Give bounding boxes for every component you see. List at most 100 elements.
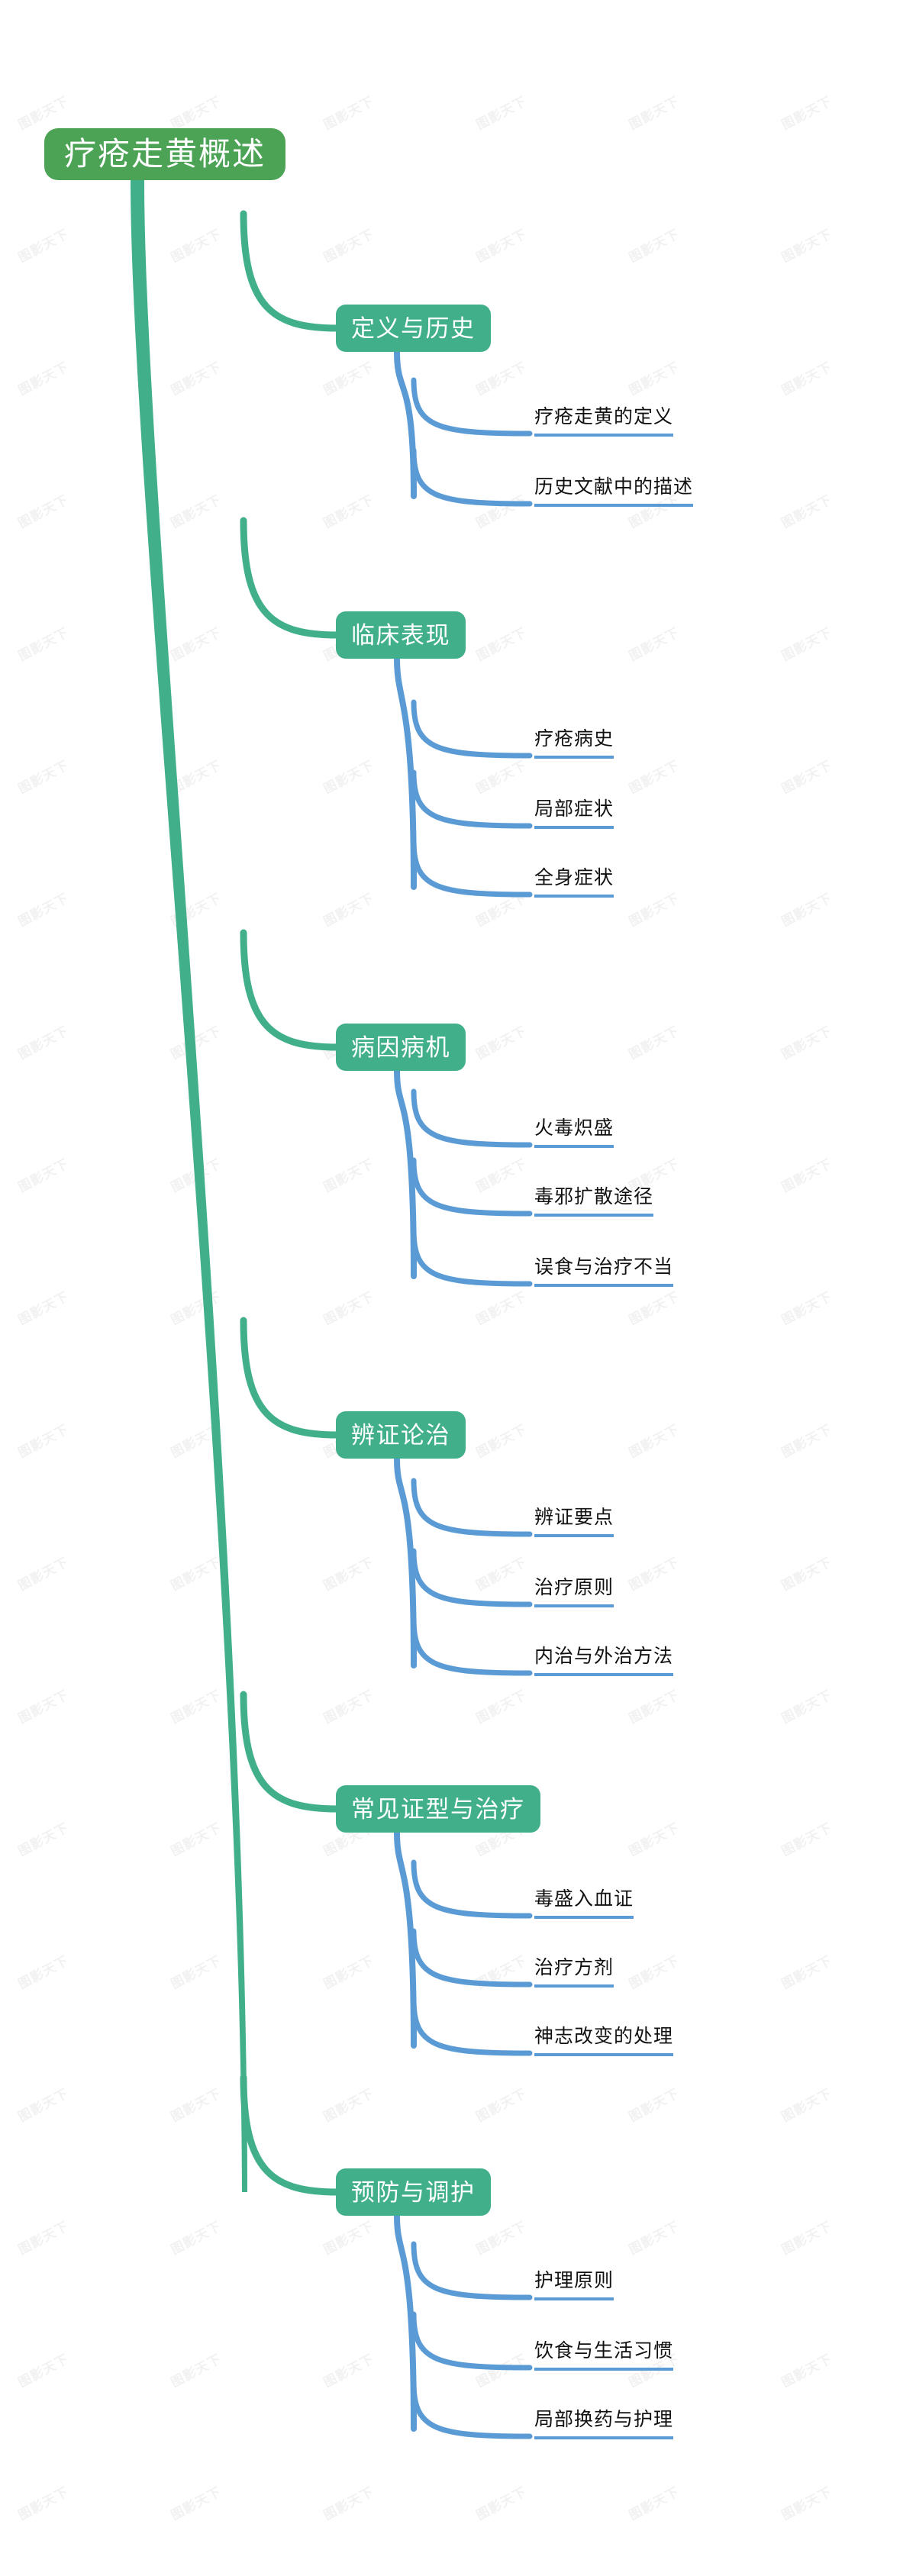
watermark-text: 图影天下 [473, 2085, 530, 2126]
branch-node-4[interactable]: 辨证论治 [336, 1411, 466, 1459]
connector-path [411, 2241, 533, 2300]
leaf-node-label: 饮食与生活习惯 [534, 2340, 674, 2362]
watermark-text: 图影天下 [626, 757, 682, 798]
connector-path [240, 1317, 341, 1439]
watermark-text: 图影天下 [473, 359, 530, 399]
leaf-node-label: 辨证要点 [534, 1507, 614, 1528]
leaf-node-2-2[interactable]: 局部症状 [534, 798, 614, 829]
branch-node-2[interactable]: 临床表现 [336, 611, 466, 659]
branch-node-1[interactable]: 定义与历史 [336, 305, 491, 352]
connector-path [411, 1548, 533, 1607]
connector-path [240, 929, 341, 1051]
watermark-text: 图影天下 [626, 1820, 682, 1860]
watermark-text: 图影天下 [168, 2085, 224, 2126]
watermark-text: 图影天下 [473, 757, 530, 798]
watermark-text: 图影天下 [779, 2218, 835, 2258]
connector-path [411, 1859, 533, 1919]
watermark-text: 图影天下 [168, 1156, 224, 1196]
leaf-node-5-2[interactable]: 治疗方剂 [534, 1957, 614, 1988]
leaf-node-2-3[interactable]: 全身症状 [534, 867, 614, 898]
watermark-text: 图影天下 [473, 2218, 530, 2258]
watermark-text: 图影天下 [321, 1288, 377, 1329]
branch-node-5[interactable]: 常见证型与治疗 [336, 1785, 540, 1833]
leaf-node-1-2[interactable]: 历史文献中的描述 [534, 476, 694, 507]
leaf-node-label: 内治与外治方法 [534, 1646, 674, 1667]
connector-path [411, 2380, 533, 2439]
watermark-text: 图影天下 [15, 1288, 72, 1329]
watermark-text: 图影天下 [779, 2484, 835, 2524]
branch-node-3[interactable]: 病因病机 [336, 1024, 466, 1071]
watermark-text: 图影天下 [473, 624, 530, 665]
connector-path [411, 838, 533, 898]
watermark-text: 图影天下 [15, 890, 72, 930]
watermark-text: 图影天下 [473, 1687, 530, 1727]
watermark-text: 图影天下 [626, 890, 682, 930]
watermark-text: 图影天下 [626, 624, 682, 665]
leaf-node-3-2[interactable]: 毒邪扩散途径 [534, 1186, 654, 1217]
watermark-text: 图影天下 [779, 1288, 835, 1329]
watermark-text: 图影天下 [473, 1023, 530, 1063]
watermark-text: 图影天下 [626, 1288, 682, 1329]
watermark-text: 图影天下 [15, 226, 72, 266]
watermark-text: 图影天下 [473, 1288, 530, 1329]
watermark-text: 图影天下 [626, 1952, 682, 1993]
leaf-node-label: 火毒炽盛 [534, 1117, 614, 1139]
leaf-node-5-3[interactable]: 神志改变的处理 [534, 2026, 674, 2056]
watermark-text: 图影天下 [626, 2484, 682, 2524]
connector-path [411, 1088, 533, 1148]
watermark-text: 图影天下 [779, 1421, 835, 1462]
leaf-node-label: 治疗方剂 [534, 1957, 614, 1978]
watermark-text: 图影天下 [779, 2351, 835, 2391]
connector-path [394, 349, 417, 499]
connector-path [240, 210, 341, 332]
watermark-text: 图影天下 [473, 1554, 530, 1594]
branch-node-label: 定义与历史 [351, 314, 476, 342]
leaf-node-1-1[interactable]: 疗疮走黄的定义 [534, 406, 674, 437]
connector-path [411, 1227, 533, 1287]
leaf-node-4-3[interactable]: 内治与外治方法 [534, 1646, 674, 1676]
watermark-text: 图影天下 [15, 492, 72, 532]
leaf-node-3-3[interactable]: 误食与治疗不当 [534, 1256, 674, 1287]
watermark-text: 图影天下 [168, 359, 224, 399]
watermark-text: 图影天下 [15, 2351, 72, 2391]
leaf-node-4-2[interactable]: 治疗原则 [534, 1577, 614, 1607]
leaf-node-6-3[interactable]: 局部换药与护理 [534, 2409, 674, 2439]
watermark-text: 图影天下 [779, 890, 835, 930]
leaf-node-label: 毒盛入血证 [534, 1888, 634, 1910]
watermark-text: 图影天下 [15, 93, 72, 134]
connector-path [394, 656, 417, 890]
watermark-text: 图影天下 [626, 1421, 682, 1462]
leaf-node-4-1[interactable]: 辨证要点 [534, 1507, 614, 1537]
leaf-node-6-2[interactable]: 饮食与生活习惯 [534, 2340, 674, 2371]
watermark-text: 图影天下 [321, 2484, 377, 2524]
leaf-node-3-1[interactable]: 火毒炽盛 [534, 1117, 614, 1148]
watermark-text: 图影天下 [321, 2218, 377, 2258]
watermark-text: 图影天下 [626, 1687, 682, 1727]
watermark-text: 图影天下 [321, 359, 377, 399]
watermark-text: 图影天下 [168, 2218, 224, 2258]
connector-path [394, 1068, 417, 1279]
root-node[interactable]: 疗疮走黄概述 [44, 128, 286, 180]
leaf-node-label: 历史文献中的描述 [534, 476, 694, 498]
leaf-node-5-1[interactable]: 毒盛入血证 [534, 1888, 634, 1919]
watermark-text: 图影天下 [321, 492, 377, 532]
leaf-node-6-1[interactable]: 护理原则 [534, 2270, 614, 2300]
watermark-text: 图影天下 [168, 1421, 224, 1462]
connector-path [240, 2074, 341, 2196]
branch-node-6[interactable]: 预防与调护 [336, 2168, 491, 2216]
watermark-text: 图影天下 [321, 1156, 377, 1196]
watermark-text: 图影天下 [15, 1820, 72, 1860]
watermark-text: 图影天下 [626, 2085, 682, 2126]
watermark-text: 图影天下 [779, 1952, 835, 1993]
watermark-text: 图影天下 [168, 1288, 224, 1329]
watermark-text: 图影天下 [168, 2351, 224, 2391]
connector-path [411, 1997, 533, 2056]
watermark-text: 图影天下 [779, 93, 835, 134]
leaf-node-2-1[interactable]: 疗疮病史 [534, 728, 614, 759]
root-trunk [131, 180, 247, 2192]
watermark-text: 图影天下 [168, 757, 224, 798]
watermark-text: 图影天下 [473, 890, 530, 930]
watermark-text: 图影天下 [321, 93, 377, 134]
leaf-node-label: 治疗原则 [534, 1577, 614, 1598]
watermark-text: 图影天下 [15, 359, 72, 399]
